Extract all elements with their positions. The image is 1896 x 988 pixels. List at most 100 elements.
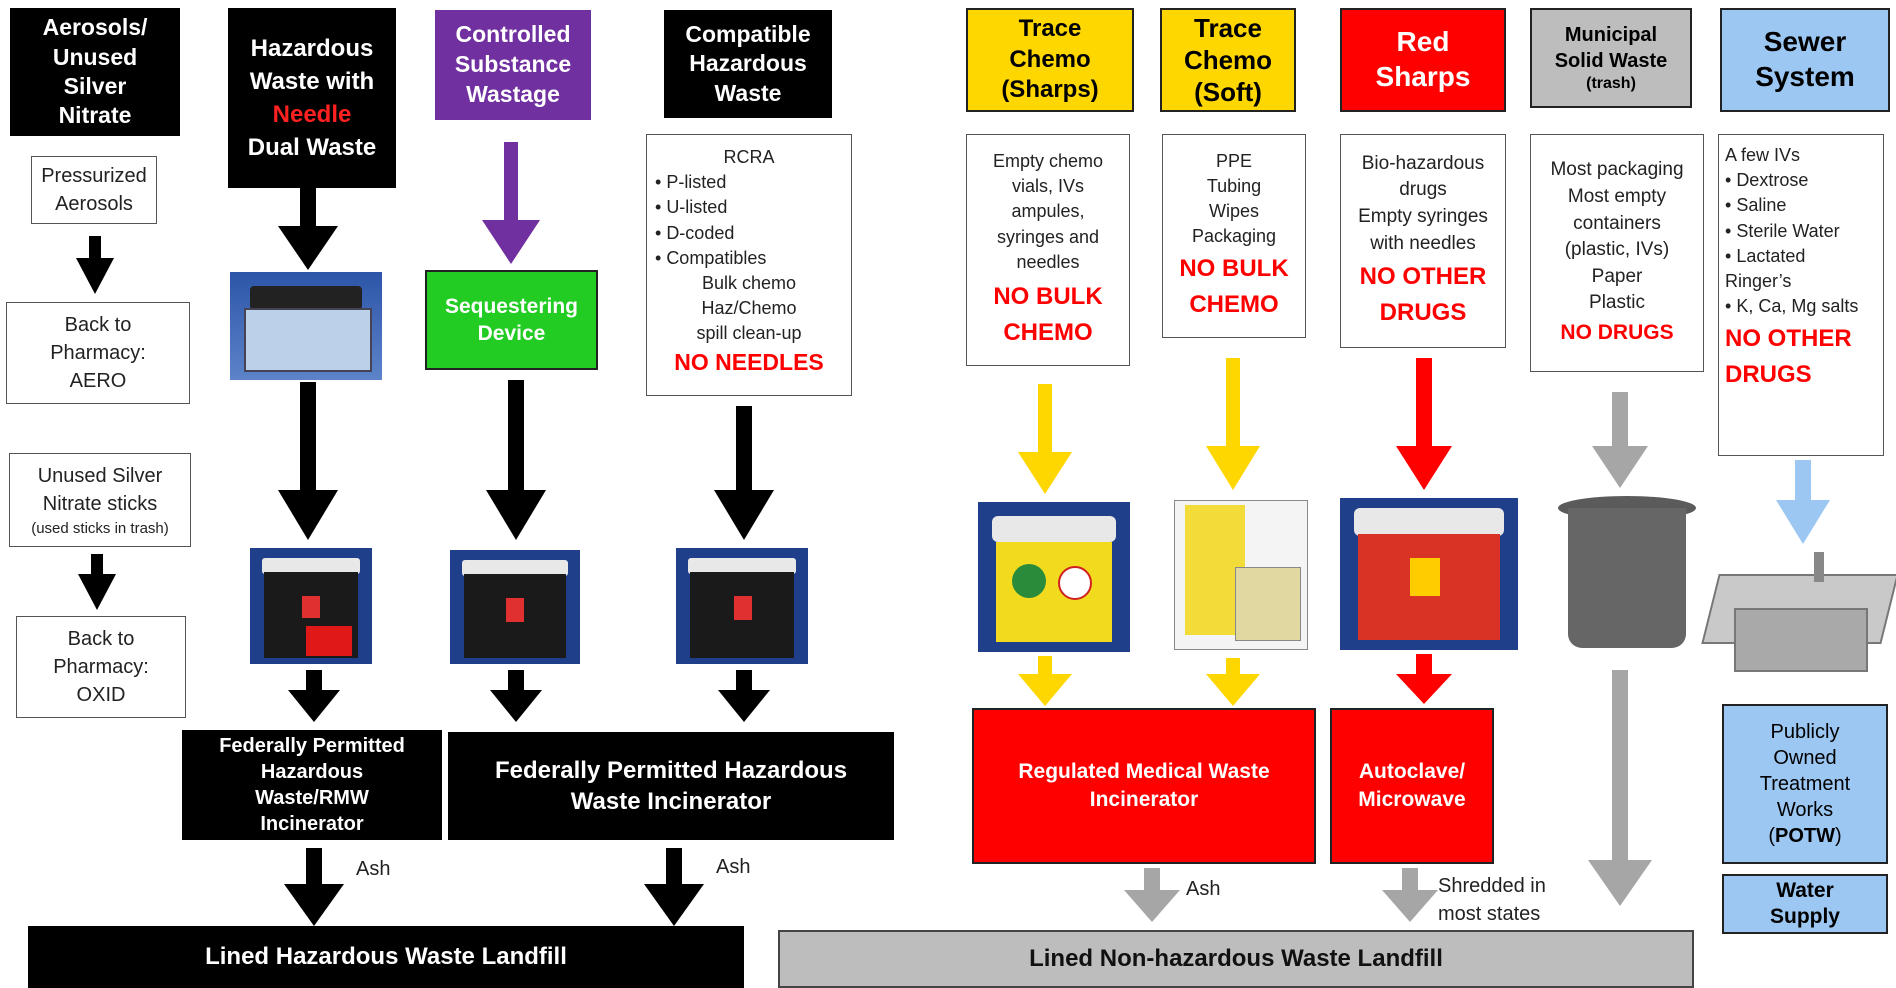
device-line: Sequestering [444, 294, 579, 318]
header-line: Dual Waste [247, 134, 377, 162]
sewer-system-note: A few IVs Dextrose Saline Sterile Water … [1718, 134, 1884, 456]
purple-arrow [482, 142, 540, 264]
header-line: Hazardous [250, 34, 374, 62]
header-line: Nitrate [58, 102, 132, 129]
warning-line: CHEMO [1189, 291, 1279, 319]
sewer-item: Lactated Ringer’s [1725, 244, 1865, 294]
shredded-label: Shredded in most states [1438, 872, 1546, 928]
warning-line: NO OTHER [1359, 263, 1487, 291]
destination-line: Waste Incinerator [570, 788, 772, 815]
arrow-down [1206, 358, 1260, 490]
header-line: Unused [52, 43, 138, 70]
destination-line: Publicly [1770, 721, 1840, 743]
note-line: ampules, [1011, 201, 1085, 222]
black-hazardous-bin-image [676, 548, 808, 664]
destination-line: Works [1776, 799, 1834, 821]
shredded-line: Shredded in [1438, 875, 1546, 897]
note-line: Pharmacy: [53, 656, 149, 678]
rcra-note: RCRA P-listed U-listed D-coded Compatibl… [646, 134, 852, 396]
arrow-down [1018, 384, 1072, 494]
autoclave-microwave-box: Autoclave/ Microwave [1330, 708, 1494, 864]
sink-image [1701, 548, 1896, 676]
sewer-item: Dextrose [1725, 168, 1865, 193]
header-line: Chemo [1183, 44, 1273, 75]
header-line: (trash) [1586, 74, 1636, 92]
municipal-solid-waste-header: Municipal Solid Waste (trash) [1530, 8, 1692, 108]
non-hazardous-landfill-bar: Lined Non-hazardous Waste Landfill [778, 930, 1694, 988]
note-line: needles [1016, 251, 1080, 272]
destination-line: Federally Permitted [219, 735, 405, 757]
trace-chemo-soft-note: PPE Tubing Wipes Packaging NO BULK CHEMO [1162, 134, 1306, 338]
note-line: containers [1573, 212, 1661, 234]
device-line: Device [477, 322, 546, 345]
arrow-down [284, 848, 344, 926]
destination-line: Federally Permitted Hazardous [494, 756, 848, 784]
header-line: Controlled [455, 21, 571, 48]
arrow-down [1206, 658, 1260, 706]
ash-label: Ash [1186, 878, 1221, 900]
warning-line: NO BULK [993, 282, 1103, 310]
sewer-item: Sterile Water [1725, 219, 1865, 244]
shredded-line: most states [1438, 903, 1541, 925]
back-to-pharmacy-aero-note: Back to Pharmacy: AERO [6, 302, 190, 404]
destination-line: Regulated Medical Waste [1018, 760, 1270, 784]
destination-line: Water [1776, 879, 1834, 903]
note-line: PPE [1215, 150, 1253, 171]
header-line-needle: Needle [272, 101, 352, 128]
header-line: Hazardous [689, 50, 807, 77]
arrow-down [278, 382, 338, 540]
rcra-warning: NO NEEDLES [674, 348, 824, 375]
rcra-item: P-listed [655, 170, 766, 195]
sewer-system-header: Sewer System [1720, 8, 1890, 112]
header-line: (Soft) [1194, 77, 1262, 108]
hazardous-needle-header: Hazardous Waste with Needle Dual Waste [228, 8, 396, 188]
trace-chemo-soft-header: Trace Chemo (Soft) [1160, 8, 1296, 112]
water-supply-box: Water Supply [1722, 874, 1888, 934]
header-line: Substance [454, 51, 572, 78]
federal-haz-incinerator: Federally Permitted Hazardous Waste Inci… [448, 732, 894, 840]
black-arrows [76, 188, 774, 926]
trace-chemo-sharps-note: Empty chemo vials, IVs ampules, syringes… [966, 134, 1130, 366]
sharps-container-image [230, 272, 382, 380]
compatible-hazardous-header: Compatible Hazardous Waste [664, 10, 832, 118]
header-line: Trace [1194, 12, 1262, 43]
arrow-down [644, 848, 704, 926]
blue-arrow [1776, 460, 1830, 544]
arrow-down [490, 670, 542, 722]
gray-arrows [1124, 392, 1652, 922]
arrow-down [1018, 656, 1072, 706]
arrow-down [288, 670, 340, 722]
note-line: Tubing [1206, 175, 1262, 196]
destination-line: Autoclave/ [1358, 760, 1466, 784]
rcra-title: RCRA [723, 147, 775, 167]
note-line: vials, IVs [1011, 176, 1085, 197]
federal-haz-rmw-incinerator: Federally Permitted Hazardous Waste/RMW … [182, 730, 442, 840]
arrow-down [1396, 358, 1452, 490]
header-line: (Sharps) [1001, 76, 1099, 104]
rcra-item: Compatibles [655, 246, 766, 271]
arrow-down [1776, 460, 1830, 544]
black-hazardous-bin-image [450, 550, 580, 664]
arrow-down [1124, 868, 1180, 922]
note-line: Wipes [1208, 201, 1259, 221]
yellow-chemo-sharps-bin-image [978, 502, 1130, 652]
note-line: Paper [1591, 265, 1643, 287]
warning-line: DRUGS [1725, 361, 1812, 389]
note-line: Unused Silver [37, 464, 163, 487]
note-line: (plastic, IVs) [1564, 239, 1670, 261]
sewer-title: A few IVs [1725, 145, 1801, 165]
aerosols-header: Aerosols/ Unused Silver Nitrate [10, 8, 180, 136]
note-line: Back to [67, 628, 135, 650]
red-sharps-bin-image [1340, 498, 1518, 650]
warning-line: CHEMO [1003, 318, 1093, 346]
destination-line: Incinerator [260, 813, 364, 835]
note-line: drugs [1399, 179, 1447, 201]
silver-nitrate-sticks-note: Unused Silver Nitrate sticks (used stick… [9, 453, 191, 547]
municipal-solid-waste-note: Most packaging Most empty containers (pl… [1530, 134, 1704, 372]
rcra-sub: spill clean-up [696, 323, 802, 344]
header-line: Red [1396, 26, 1450, 58]
note-line: Plastic [1589, 292, 1645, 314]
controlled-substance-header: Controlled Substance Wastage [435, 10, 591, 120]
note-line: Bio-hazardous [1361, 152, 1485, 174]
rcra-sub: Bulk chemo [701, 272, 797, 293]
